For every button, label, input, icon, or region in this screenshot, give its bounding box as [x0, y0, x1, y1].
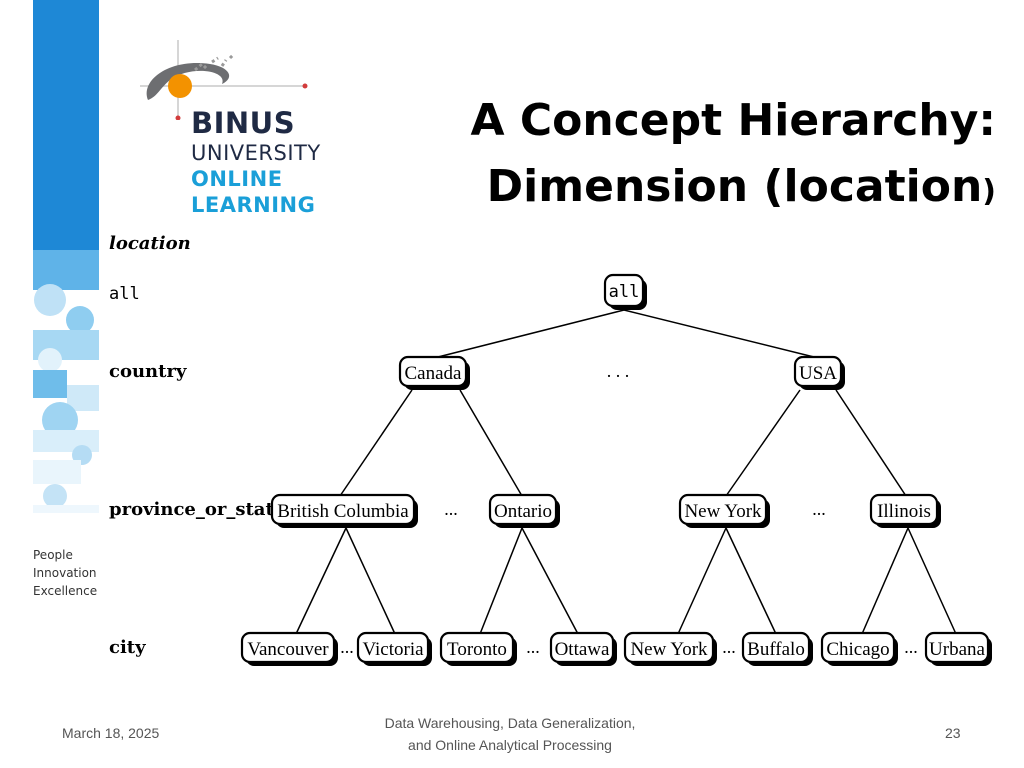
footer-date: March 18, 2025: [62, 725, 160, 741]
tree-node-city: Chicago: [820, 631, 898, 666]
node-label: Victoria: [362, 639, 424, 660]
tree-edge: [677, 527, 727, 635]
node-label: all: [609, 282, 640, 302]
title-line-1: A Concept Hierarchy:: [470, 95, 996, 146]
city-ellipsis: ...: [904, 637, 918, 657]
title-line-2: Dimension (location): [436, 154, 996, 225]
tree-edge: [725, 527, 777, 635]
title-close-paren: ): [982, 174, 996, 209]
tree-edge: [861, 527, 909, 635]
city-ellipsis: ...: [526, 637, 540, 657]
logo-online-text: ONLINE: [191, 167, 283, 191]
tagline-line: People: [33, 548, 73, 562]
tree-node-city: Toronto: [439, 631, 517, 666]
node-label: Vancouver: [247, 639, 329, 660]
tree-node-city: Vancouver: [240, 631, 338, 666]
tree-edge: [521, 527, 579, 635]
tree-edge: [835, 389, 907, 497]
node-label: Buffalo: [747, 639, 805, 660]
tree-edge: [479, 527, 523, 635]
footer-course-line-2: and Online Analytical Processing: [408, 737, 612, 753]
tree-node-province: Ontario: [488, 493, 560, 528]
tree-edge: [433, 309, 625, 359]
logo-university-text: UNIVERSITY: [191, 141, 321, 165]
tagline-line: Excellence: [33, 584, 98, 598]
city-ellipsis: ...: [340, 637, 354, 657]
tree-node-city: Urbana: [924, 631, 992, 666]
node-label: New York: [684, 501, 762, 522]
tree-node-root: all: [603, 273, 647, 310]
tree-edges: [295, 309, 957, 635]
slide-title: A Concept Hierarchy: Dimension (location…: [436, 88, 996, 225]
tree-edge: [907, 527, 957, 635]
tree-node-city: New York: [623, 631, 717, 666]
tree-edge: [345, 527, 396, 635]
level-header-label: location: [109, 233, 191, 254]
node-label: Illinois: [877, 501, 931, 522]
title-line-2-text: Dimension (location: [486, 161, 983, 212]
tree-edge: [295, 527, 347, 635]
tree-node-city: Ottawa: [549, 631, 617, 666]
level-country-label: country: [109, 361, 187, 382]
node-label: New York: [630, 639, 708, 660]
footer-page-number: 23: [945, 725, 961, 741]
node-label: Chicago: [826, 639, 889, 660]
province-ellipsis: ...: [444, 499, 458, 519]
node-label: Ontario: [494, 501, 552, 522]
level-all-label: all: [109, 284, 140, 304]
tree-node-province: British Columbia: [270, 493, 418, 528]
tree-node-country: USA: [793, 355, 845, 390]
city-ellipsis: ...: [722, 637, 736, 657]
node-label: USA: [799, 363, 837, 384]
country-ellipsis: . . .: [607, 361, 630, 381]
tree-edge: [623, 309, 819, 359]
footer-course-title: Data Warehousing, Data Generalization, a…: [340, 712, 680, 756]
level-city-label: city: [109, 637, 146, 658]
tree-edge: [339, 389, 413, 497]
tree-edge: [725, 389, 801, 497]
tagline: People Innovation Excellence: [33, 546, 97, 600]
tagline-line: Innovation: [33, 566, 97, 580]
node-label: British Columbia: [277, 501, 409, 522]
binus-logo: BINUS UNIVERSITY ONLINE LEARNING: [140, 40, 340, 230]
node-label: Urbana: [929, 639, 985, 660]
node-label: Toronto: [447, 639, 507, 660]
left-decorative-strip: [33, 0, 99, 513]
footer-course-line-1: Data Warehousing, Data Generalization,: [384, 715, 636, 731]
logo-emblem-icon: [140, 40, 308, 121]
tree-node-city: Buffalo: [741, 631, 813, 666]
tree-node-city: Victoria: [356, 631, 432, 666]
node-label: Canada: [405, 363, 463, 384]
tree-node-country: Canada: [398, 355, 470, 390]
tree-edge: [459, 389, 523, 497]
level-province-label: province_or_state: [109, 499, 286, 520]
node-label: Ottawa: [555, 639, 610, 660]
logo-binus-text: BINUS: [191, 106, 296, 140]
tree-node-province: New York: [678, 493, 770, 528]
tree-node-province: Illinois: [869, 493, 941, 528]
logo-learning-text: LEARNING: [191, 193, 316, 217]
province-ellipsis: ...: [812, 499, 826, 519]
